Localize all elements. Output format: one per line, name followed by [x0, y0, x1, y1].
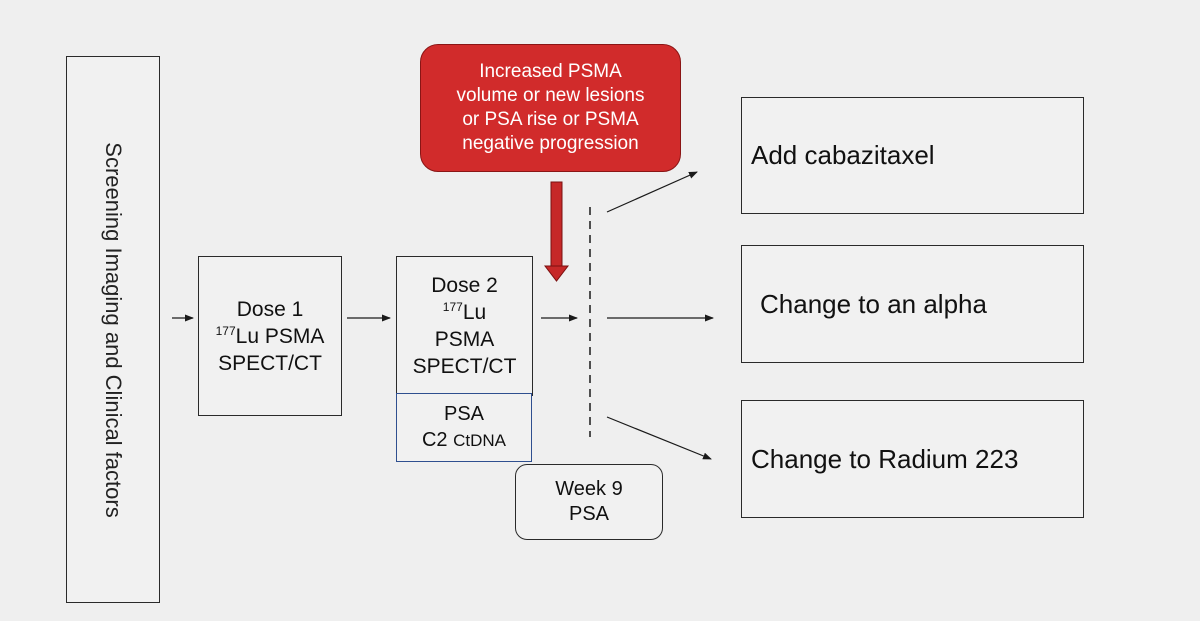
week9-label: Week 9	[555, 478, 623, 500]
dose1-isotope-mass: 177	[215, 323, 236, 338]
outcome-label-2: Change to an alpha	[760, 288, 987, 319]
dose2-isotope-name: Lu	[462, 301, 487, 324]
dose2-agent: PSMA	[434, 328, 495, 351]
progression-line-1: Increased PSMA	[479, 61, 622, 82]
progression-line-2: volume or new lesions	[456, 85, 645, 106]
screening-box: Screening Imaging and Clinical factors	[66, 56, 160, 603]
dose2-isotope: 177Lu	[443, 299, 486, 326]
outcome-add-cabazitaxel: Add cabazitaxel	[741, 97, 1084, 214]
week9-psa-label: PSA	[568, 503, 610, 525]
red-progression-arrow	[543, 181, 570, 282]
ctdna-label: C2 CtDNA	[422, 427, 506, 454]
arrow-to-radium	[606, 416, 712, 460]
arrow-to-cabazitaxel	[606, 171, 698, 213]
dose2-title: Dose 2	[431, 274, 498, 297]
cycle-label: C2	[421, 429, 448, 451]
dose2-imaging: SPECT/CT	[412, 355, 517, 378]
dose1-isotope-name: Lu PSMA	[235, 324, 325, 348]
dose1-imaging: SPECT/CT	[218, 351, 322, 375]
outcome-change-to-radium: Change to Radium 223	[741, 400, 1084, 518]
dose1-title: Dose 1	[236, 297, 304, 321]
dose2-isotope-mass: 177	[442, 300, 463, 314]
dose1-isotope: 177Lu PSMA	[216, 323, 325, 350]
progression-line-3: or PSA rise or PSMA	[462, 109, 639, 130]
outcome-label-1: Add cabazitaxel	[751, 140, 935, 170]
progression-line-4: negative progression	[462, 133, 639, 154]
progression-criteria-box: Increased PSMA volume or new lesions or …	[420, 44, 681, 172]
week9-psa-box: Week 9 PSA	[515, 464, 663, 540]
outcome-change-to-alpha: Change to an alpha	[741, 245, 1084, 363]
psa-label: PSA	[443, 403, 485, 425]
outcome-label-3: Change to Radium 223	[751, 443, 1019, 474]
dose2-box: Dose 2 177Lu PSMA SPECT/CT	[396, 256, 533, 396]
dose1-box: Dose 1 177Lu PSMA SPECT/CT	[198, 256, 342, 416]
psa-ctdna-box: PSA C2 CtDNA	[396, 393, 532, 462]
ctdna-sub-label: CtDNA	[453, 431, 507, 450]
